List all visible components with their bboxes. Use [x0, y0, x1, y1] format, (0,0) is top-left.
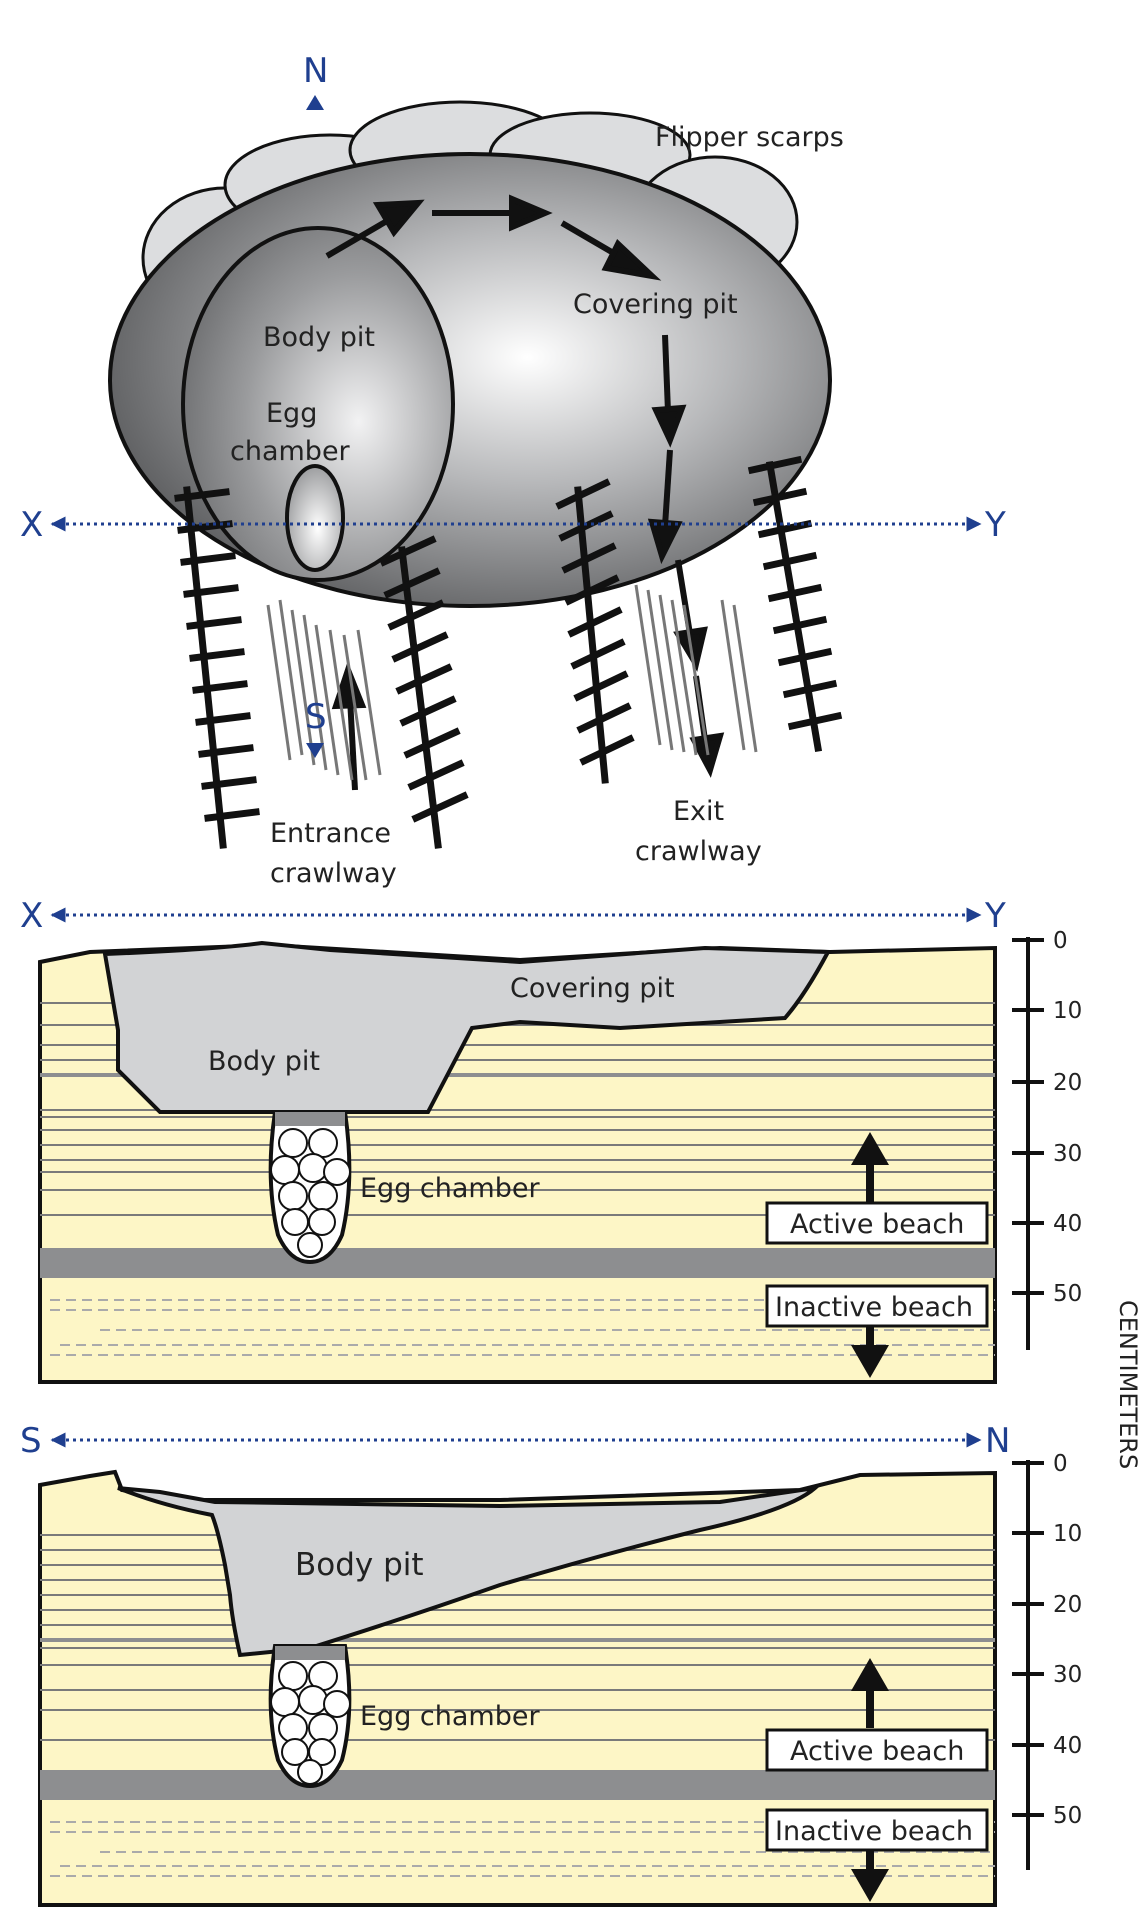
- exit-drag-marks: [634, 584, 758, 756]
- section-xy-egg-chamber-label: Egg chamber: [360, 1173, 540, 1204]
- section-xy-active-arrow: [851, 1132, 889, 1202]
- section-sn-active-arrow: [851, 1658, 889, 1728]
- section-xy-active-label: Active beach: [790, 1209, 964, 1240]
- plan-axis-y-label: Y: [984, 505, 1006, 545]
- label-egg-chamber-plan-line1: Egg: [266, 398, 317, 429]
- section-sn-inactive-arrow: [851, 1850, 889, 1902]
- section-sn-tick-20: 20: [1053, 1592, 1082, 1618]
- label-exit-crawlway-line2: crawlway: [635, 836, 762, 867]
- south-arrow-icon: [306, 743, 324, 758]
- section-sn-eggs: [270, 1661, 351, 1785]
- section-xy-tick-30: 30: [1053, 1141, 1082, 1167]
- section-xy-tick-50: 50: [1053, 1281, 1082, 1307]
- section-xy-covering-pit-label: Covering pit: [510, 973, 675, 1004]
- flipper-track-left: [174, 486, 260, 849]
- label-entrance-crawlway-line1: Entrance: [270, 818, 391, 849]
- section-sn-tick-50: 50: [1053, 1803, 1082, 1829]
- section-xy-pit: [102, 940, 832, 1114]
- section-sn-tick-40: 40: [1053, 1733, 1082, 1759]
- section-xy-inactive-arrow: [851, 1326, 889, 1378]
- section-xy: X Y: [20, 896, 1082, 1384]
- entrance-drag-marks: [266, 599, 382, 781]
- section-sn-strata: [40, 1534, 995, 1741]
- section-sn-inactive-label: Inactive beach: [775, 1816, 973, 1847]
- section-sn-egg-chamber-cap: [275, 1646, 345, 1660]
- north-arrow-icon: [306, 95, 324, 110]
- section-xy-inactive-box: [765, 1284, 989, 1328]
- label-exit-crawlway-line1: Exit: [673, 796, 724, 827]
- label-entrance-crawlway-line2: crawlway: [270, 858, 397, 889]
- section-xy-active-box: [765, 1201, 989, 1245]
- section-xy-depth-ticks: [1012, 938, 1044, 1295]
- flipper-track-center-left: [379, 535, 469, 849]
- section-xy-egg-chamber-cap: [275, 1112, 345, 1126]
- plan-view: N: [20, 51, 1006, 889]
- section-sn-active-label: Active beach: [790, 1736, 964, 1767]
- section-sn-inactive-box: [765, 1808, 989, 1852]
- label-body-pit-plan: Body pit: [263, 322, 375, 353]
- section-sn-n-label: N: [985, 1421, 1010, 1461]
- section-sn-dark-layer: [40, 1770, 995, 1800]
- section-xy-y-label: Y: [984, 896, 1006, 936]
- section-sn-egg-chamber-label: Egg chamber: [360, 1701, 540, 1732]
- body-pit-outline: [181, 226, 455, 582]
- depth-unit-label: CENTIMETERS: [1114, 1300, 1139, 1469]
- north-label: N: [303, 51, 328, 91]
- section-xy-tick-40: 40: [1053, 1211, 1082, 1237]
- section-xy-inactive-label: Inactive beach: [775, 1292, 973, 1323]
- section-xy-tick-0: 0: [1053, 928, 1068, 954]
- section-sn-tick-0: 0: [1053, 1451, 1068, 1477]
- section-sn-active-box: [765, 1728, 989, 1772]
- section-xy-tick-20: 20: [1053, 1070, 1082, 1096]
- section-sn: S N: [20, 1421, 1082, 1907]
- flipper-track-center-right: [555, 478, 635, 784]
- section-sn-tick-10: 10: [1053, 1521, 1082, 1547]
- section-xy-eggs: [270, 1128, 351, 1258]
- egg-chamber-outline: [285, 464, 345, 572]
- section-sn-depth-ticks: [1012, 1461, 1044, 1817]
- section-sn-s-label: S: [20, 1421, 42, 1461]
- flipper-track-right: [747, 455, 843, 753]
- south-label: S: [305, 697, 327, 737]
- label-covering-pit-plan: Covering pit: [573, 289, 738, 320]
- label-egg-chamber-plan-line2: chamber: [230, 436, 351, 467]
- plan-axis-x-label: X: [20, 505, 43, 545]
- section-xy-x-label: X: [20, 896, 43, 936]
- section-xy-dark-layer: [40, 1248, 995, 1278]
- section-xy-body-pit-label: Body pit: [208, 1046, 320, 1077]
- section-sn-pit: [117, 1485, 822, 1658]
- section-sn-tick-30: 30: [1053, 1662, 1082, 1688]
- section-xy-tick-10: 10: [1053, 998, 1082, 1024]
- label-flipper-scarps: Flipper scarps: [655, 122, 844, 153]
- section-sn-body-pit-label: Body pit: [295, 1547, 424, 1583]
